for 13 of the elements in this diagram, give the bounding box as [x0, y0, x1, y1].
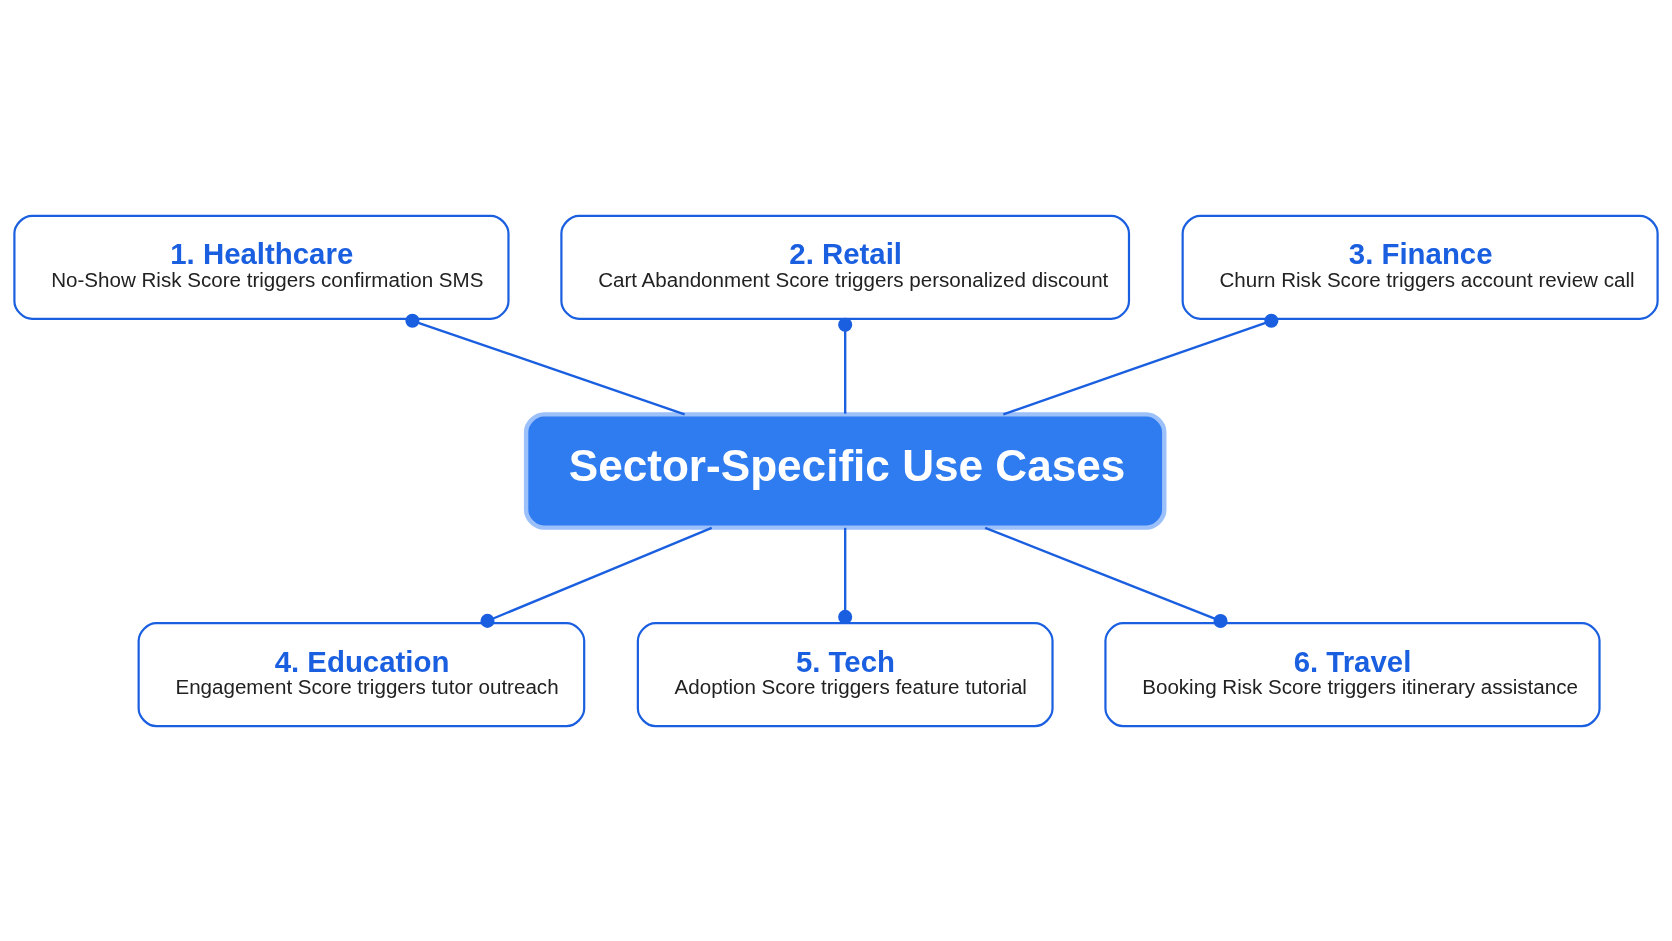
connector: [405, 313, 685, 415]
connector: [984, 526, 1228, 628]
node-box: 3. Finance Churn Risk Score triggers account review call: [1181, 214, 1659, 320]
node-box: 1. Healthcare No-Show Risk Score triggers confirmation SMS: [13, 214, 510, 320]
node-box: 4. Education Engagement Score triggers tutor outreach: [137, 621, 586, 727]
connector: [1002, 313, 1279, 415]
node-box: 6. Travel Booking Risk Score triggers itinerary assistance: [1104, 621, 1601, 727]
connector: [838, 527, 853, 624]
connector: [480, 526, 713, 628]
connector: [838, 317, 853, 414]
node-box: 2. Retail Cart Abandonment Score triggers personalized discount: [560, 214, 1131, 320]
node-box: 5. Tech Adoption Score triggers feature tutorial: [636, 621, 1054, 727]
node-box: Sector-Specific Use Cases: [523, 411, 1167, 530]
